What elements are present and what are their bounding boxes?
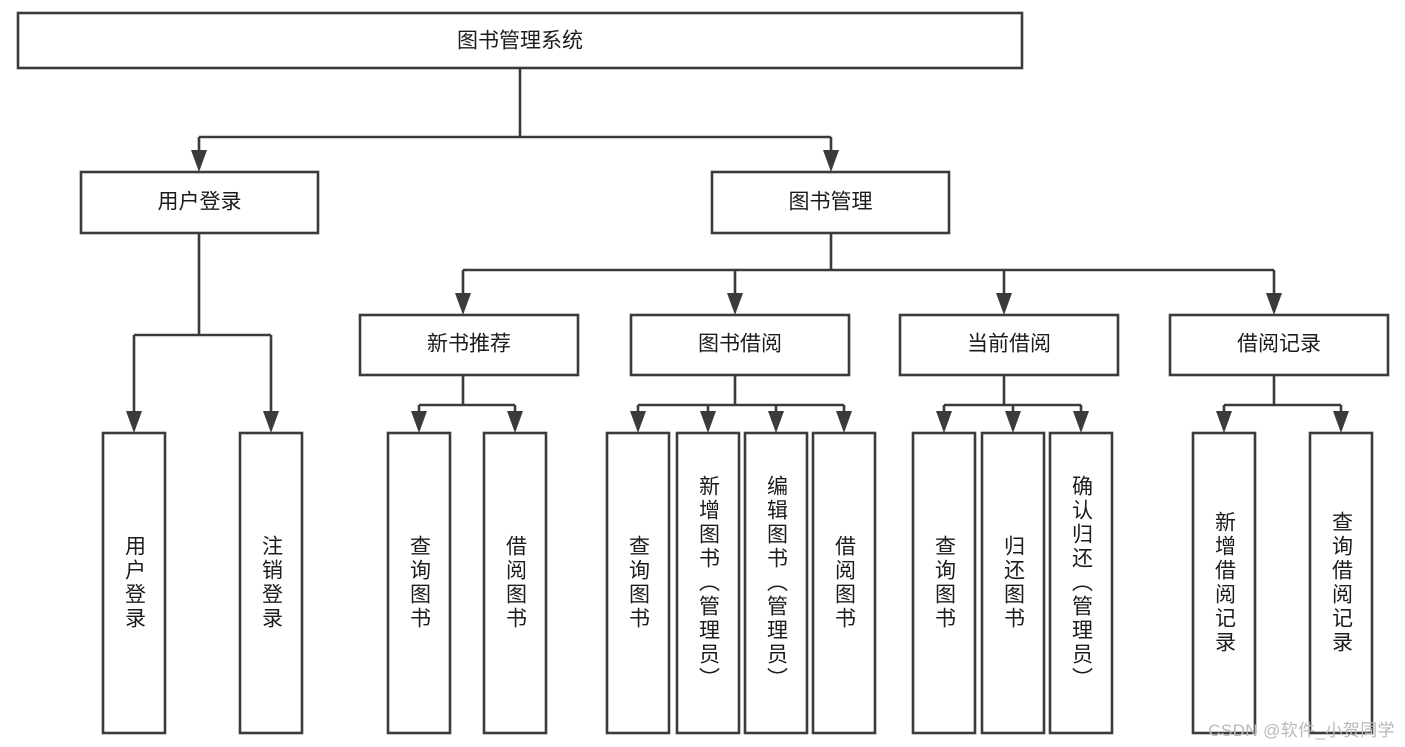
node-leaf-query-borrow-record[interactable]: 查询借阅记录 bbox=[1308, 431, 1374, 735]
node-leaf-borrow-book-2-label: 借阅图书 bbox=[833, 535, 857, 631]
node-leaf-query-book-3[interactable]: 查询图书 bbox=[911, 431, 977, 735]
node-leaf-add-borrow-record-label: 新增借阅记录 bbox=[1213, 511, 1237, 655]
arrowhead-leaf-edit-book-admin bbox=[768, 411, 784, 433]
node-root-rect[interactable] bbox=[16, 11, 1024, 70]
arrowhead-leaf-query-book-1 bbox=[411, 411, 427, 433]
node-leaf-query-book-1[interactable]: 查询图书 bbox=[386, 431, 452, 735]
arrowhead-book-manage bbox=[823, 150, 839, 172]
csdn-watermark: CSDN @软件_小贺同学 bbox=[1208, 721, 1395, 740]
arrowhead-leaf-query-borrow-record bbox=[1333, 411, 1349, 433]
arrowhead-leaf-query-book-2 bbox=[630, 411, 646, 433]
arrowhead-leaf-user-login bbox=[126, 411, 142, 433]
node-leaf-add-book-admin[interactable]: 新增图书（管理员） bbox=[675, 431, 741, 735]
node-leaf-user-logout-label: 注销登录 bbox=[260, 535, 284, 631]
node-leaf-query-book-1-label: 查询图书 bbox=[408, 535, 432, 631]
node-leaf-edit-book-admin-rect[interactable] bbox=[743, 431, 809, 735]
node-leaf-query-book-3-label: 查询图书 bbox=[933, 535, 957, 631]
arrowhead-user-login bbox=[191, 150, 207, 172]
node-leaf-query-book-2-rect[interactable] bbox=[605, 431, 671, 735]
node-leaf-return-book-rect[interactable] bbox=[980, 431, 1046, 735]
node-leaf-user-login-rect[interactable] bbox=[101, 431, 167, 735]
node-leaf-add-book-admin-label: 新增图书（管理员） bbox=[697, 475, 721, 691]
arrowhead-current-borrow bbox=[996, 293, 1012, 315]
arrowhead-leaf-borrow-book-1 bbox=[507, 411, 523, 433]
node-book-borrow-rect[interactable] bbox=[629, 313, 851, 377]
node-leaf-borrow-book-1-rect[interactable] bbox=[482, 431, 548, 735]
node-root[interactable]: 图书管理系统 bbox=[16, 11, 1024, 70]
arrowhead-book-borrow bbox=[727, 293, 743, 315]
node-leaf-edit-book-admin[interactable]: 编辑图书（管理员） bbox=[743, 431, 809, 735]
node-leaf-user-login-label: 用户登录 bbox=[123, 535, 147, 631]
node-leaf-borrow-book-2-rect[interactable] bbox=[811, 431, 877, 735]
node-leaf-confirm-return-admin-rect[interactable] bbox=[1048, 431, 1114, 735]
arrowhead-leaf-query-book-3 bbox=[936, 411, 952, 433]
node-new-book-recommend-label: 新书推荐 bbox=[427, 333, 511, 356]
arrowhead-leaf-user-logout bbox=[263, 411, 279, 433]
arrowhead-leaf-add-borrow-record bbox=[1216, 411, 1232, 433]
arrowhead-leaf-borrow-book-2 bbox=[836, 411, 852, 433]
arrowhead-leaf-confirm-return-admin bbox=[1073, 411, 1089, 433]
node-leaf-return-book[interactable]: 归还图书 bbox=[980, 431, 1046, 735]
node-book-borrow-label: 图书借阅 bbox=[698, 333, 782, 356]
node-book-borrow[interactable]: 图书借阅 bbox=[629, 313, 851, 377]
node-user-login[interactable]: 用户登录 bbox=[79, 170, 320, 235]
node-leaf-confirm-return-admin-label: 确认归还（管理员） bbox=[1070, 475, 1094, 691]
node-leaf-edit-book-admin-label: 编辑图书（管理员） bbox=[765, 475, 789, 691]
node-book-manage-label: 图书管理 bbox=[789, 191, 873, 214]
connector-layer bbox=[126, 68, 1349, 433]
node-leaf-add-borrow-record[interactable]: 新增借阅记录 bbox=[1191, 431, 1257, 735]
node-leaf-query-book-2[interactable]: 查询图书 bbox=[605, 431, 671, 735]
arrowhead-borrow-record bbox=[1266, 293, 1282, 315]
node-root-label: 图书管理系统 bbox=[457, 30, 583, 53]
node-leaf-user-logout[interactable]: 注销登录 bbox=[238, 431, 304, 735]
node-user-login-rect[interactable] bbox=[79, 170, 320, 235]
node-current-borrow-label: 当前借阅 bbox=[967, 333, 1051, 356]
node-current-borrow[interactable]: 当前借阅 bbox=[898, 313, 1120, 377]
node-new-book-recommend[interactable]: 新书推荐 bbox=[358, 313, 580, 377]
node-user-login-label: 用户登录 bbox=[158, 191, 242, 214]
node-leaf-query-borrow-record-label: 查询借阅记录 bbox=[1330, 511, 1354, 655]
node-leaf-query-book-1-rect[interactable] bbox=[386, 431, 452, 735]
arrowhead-new-book-recommend bbox=[455, 293, 471, 315]
node-current-borrow-rect[interactable] bbox=[898, 313, 1120, 377]
node-leaf-confirm-return-admin[interactable]: 确认归还（管理员） bbox=[1048, 431, 1114, 735]
node-leaf-query-borrow-record-rect[interactable] bbox=[1308, 431, 1374, 735]
node-borrow-record-rect[interactable] bbox=[1168, 313, 1390, 377]
arrowhead-leaf-add-book-admin bbox=[700, 411, 716, 433]
node-leaf-return-book-label: 归还图书 bbox=[1002, 535, 1026, 631]
node-leaf-user-login[interactable]: 用户登录 bbox=[101, 431, 167, 735]
node-leaf-query-book-3-rect[interactable] bbox=[911, 431, 977, 735]
node-book-manage[interactable]: 图书管理 bbox=[710, 170, 951, 235]
node-new-book-recommend-rect[interactable] bbox=[358, 313, 580, 377]
node-leaf-borrow-book-1-label: 借阅图书 bbox=[504, 535, 528, 631]
node-book-manage-rect[interactable] bbox=[710, 170, 951, 235]
node-borrow-record-label: 借阅记录 bbox=[1237, 333, 1321, 356]
node-leaf-query-book-2-label: 查询图书 bbox=[627, 535, 651, 631]
node-leaf-user-logout-rect[interactable] bbox=[238, 431, 304, 735]
arrowhead-leaf-return-book bbox=[1005, 411, 1021, 433]
node-leaf-add-book-admin-rect[interactable] bbox=[675, 431, 741, 735]
node-leaf-add-borrow-record-rect[interactable] bbox=[1191, 431, 1257, 735]
node-leaf-borrow-book-1[interactable]: 借阅图书 bbox=[482, 431, 548, 735]
node-borrow-record[interactable]: 借阅记录 bbox=[1168, 313, 1390, 377]
node-leaf-borrow-book-2[interactable]: 借阅图书 bbox=[811, 431, 877, 735]
